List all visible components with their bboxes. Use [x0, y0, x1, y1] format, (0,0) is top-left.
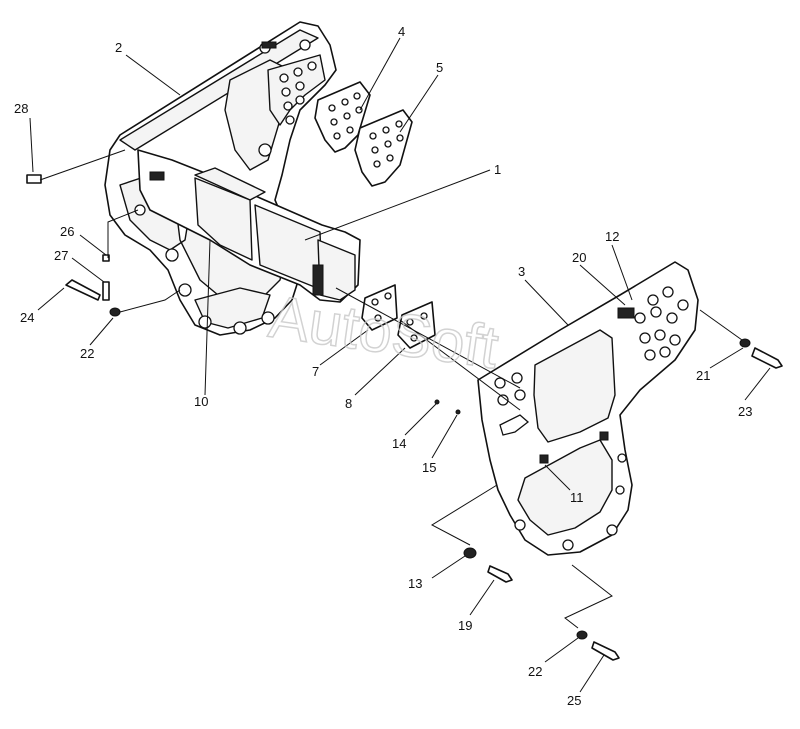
right-frame-bracket	[477, 261, 699, 556]
washer-22-left	[109, 307, 121, 317]
callout-4: 4	[398, 24, 405, 39]
bolt-19	[487, 565, 513, 583]
callout-26: 26	[60, 224, 74, 239]
callout-22-left: 22	[80, 346, 94, 361]
callout-7: 7	[312, 364, 319, 379]
nut-13	[463, 547, 477, 559]
callout-25: 25	[567, 693, 581, 708]
watermark-text: AutoSoft	[265, 283, 503, 381]
callout-22-bottom: 22	[528, 664, 542, 679]
callout-19: 19	[458, 618, 472, 633]
washer-22-bottom	[576, 630, 588, 640]
callout-12: 12	[605, 229, 619, 244]
callout-11: 11	[570, 490, 584, 505]
screw-28	[26, 174, 42, 184]
callout-10: 10	[194, 394, 208, 409]
bolt-24	[65, 279, 101, 301]
callout-8: 8	[345, 396, 352, 411]
callout-1: 1	[494, 162, 501, 177]
washer-21	[739, 338, 751, 348]
callout-labels: 2 4 5 1 28 26 27 24 22 10 7 8 14 15 3 20…	[14, 24, 752, 708]
callout-13: 13	[408, 576, 422, 591]
callout-3: 3	[518, 264, 525, 279]
callout-21: 21	[696, 368, 710, 383]
callout-20: 20	[572, 250, 586, 265]
callout-27: 27	[54, 248, 68, 263]
frame-bolt-pattern	[267, 54, 326, 126]
callout-24: 24	[20, 310, 34, 325]
callout-15: 15	[422, 460, 436, 475]
crossbeam	[137, 149, 361, 303]
mounting-plate-5	[354, 109, 413, 187]
bolt-23	[751, 347, 783, 369]
callout-5: 5	[436, 60, 443, 75]
bolt-25	[591, 641, 620, 661]
mounting-plate-4	[314, 81, 371, 153]
callout-2: 2	[115, 40, 122, 55]
pins-14-15	[434, 399, 461, 415]
callout-23: 23	[738, 404, 752, 419]
leader-lines	[29, 37, 771, 693]
bracket-7	[361, 284, 398, 331]
callout-14: 14	[392, 436, 406, 451]
callout-28: 28	[14, 101, 28, 116]
washer-26-screw-27	[102, 254, 110, 301]
